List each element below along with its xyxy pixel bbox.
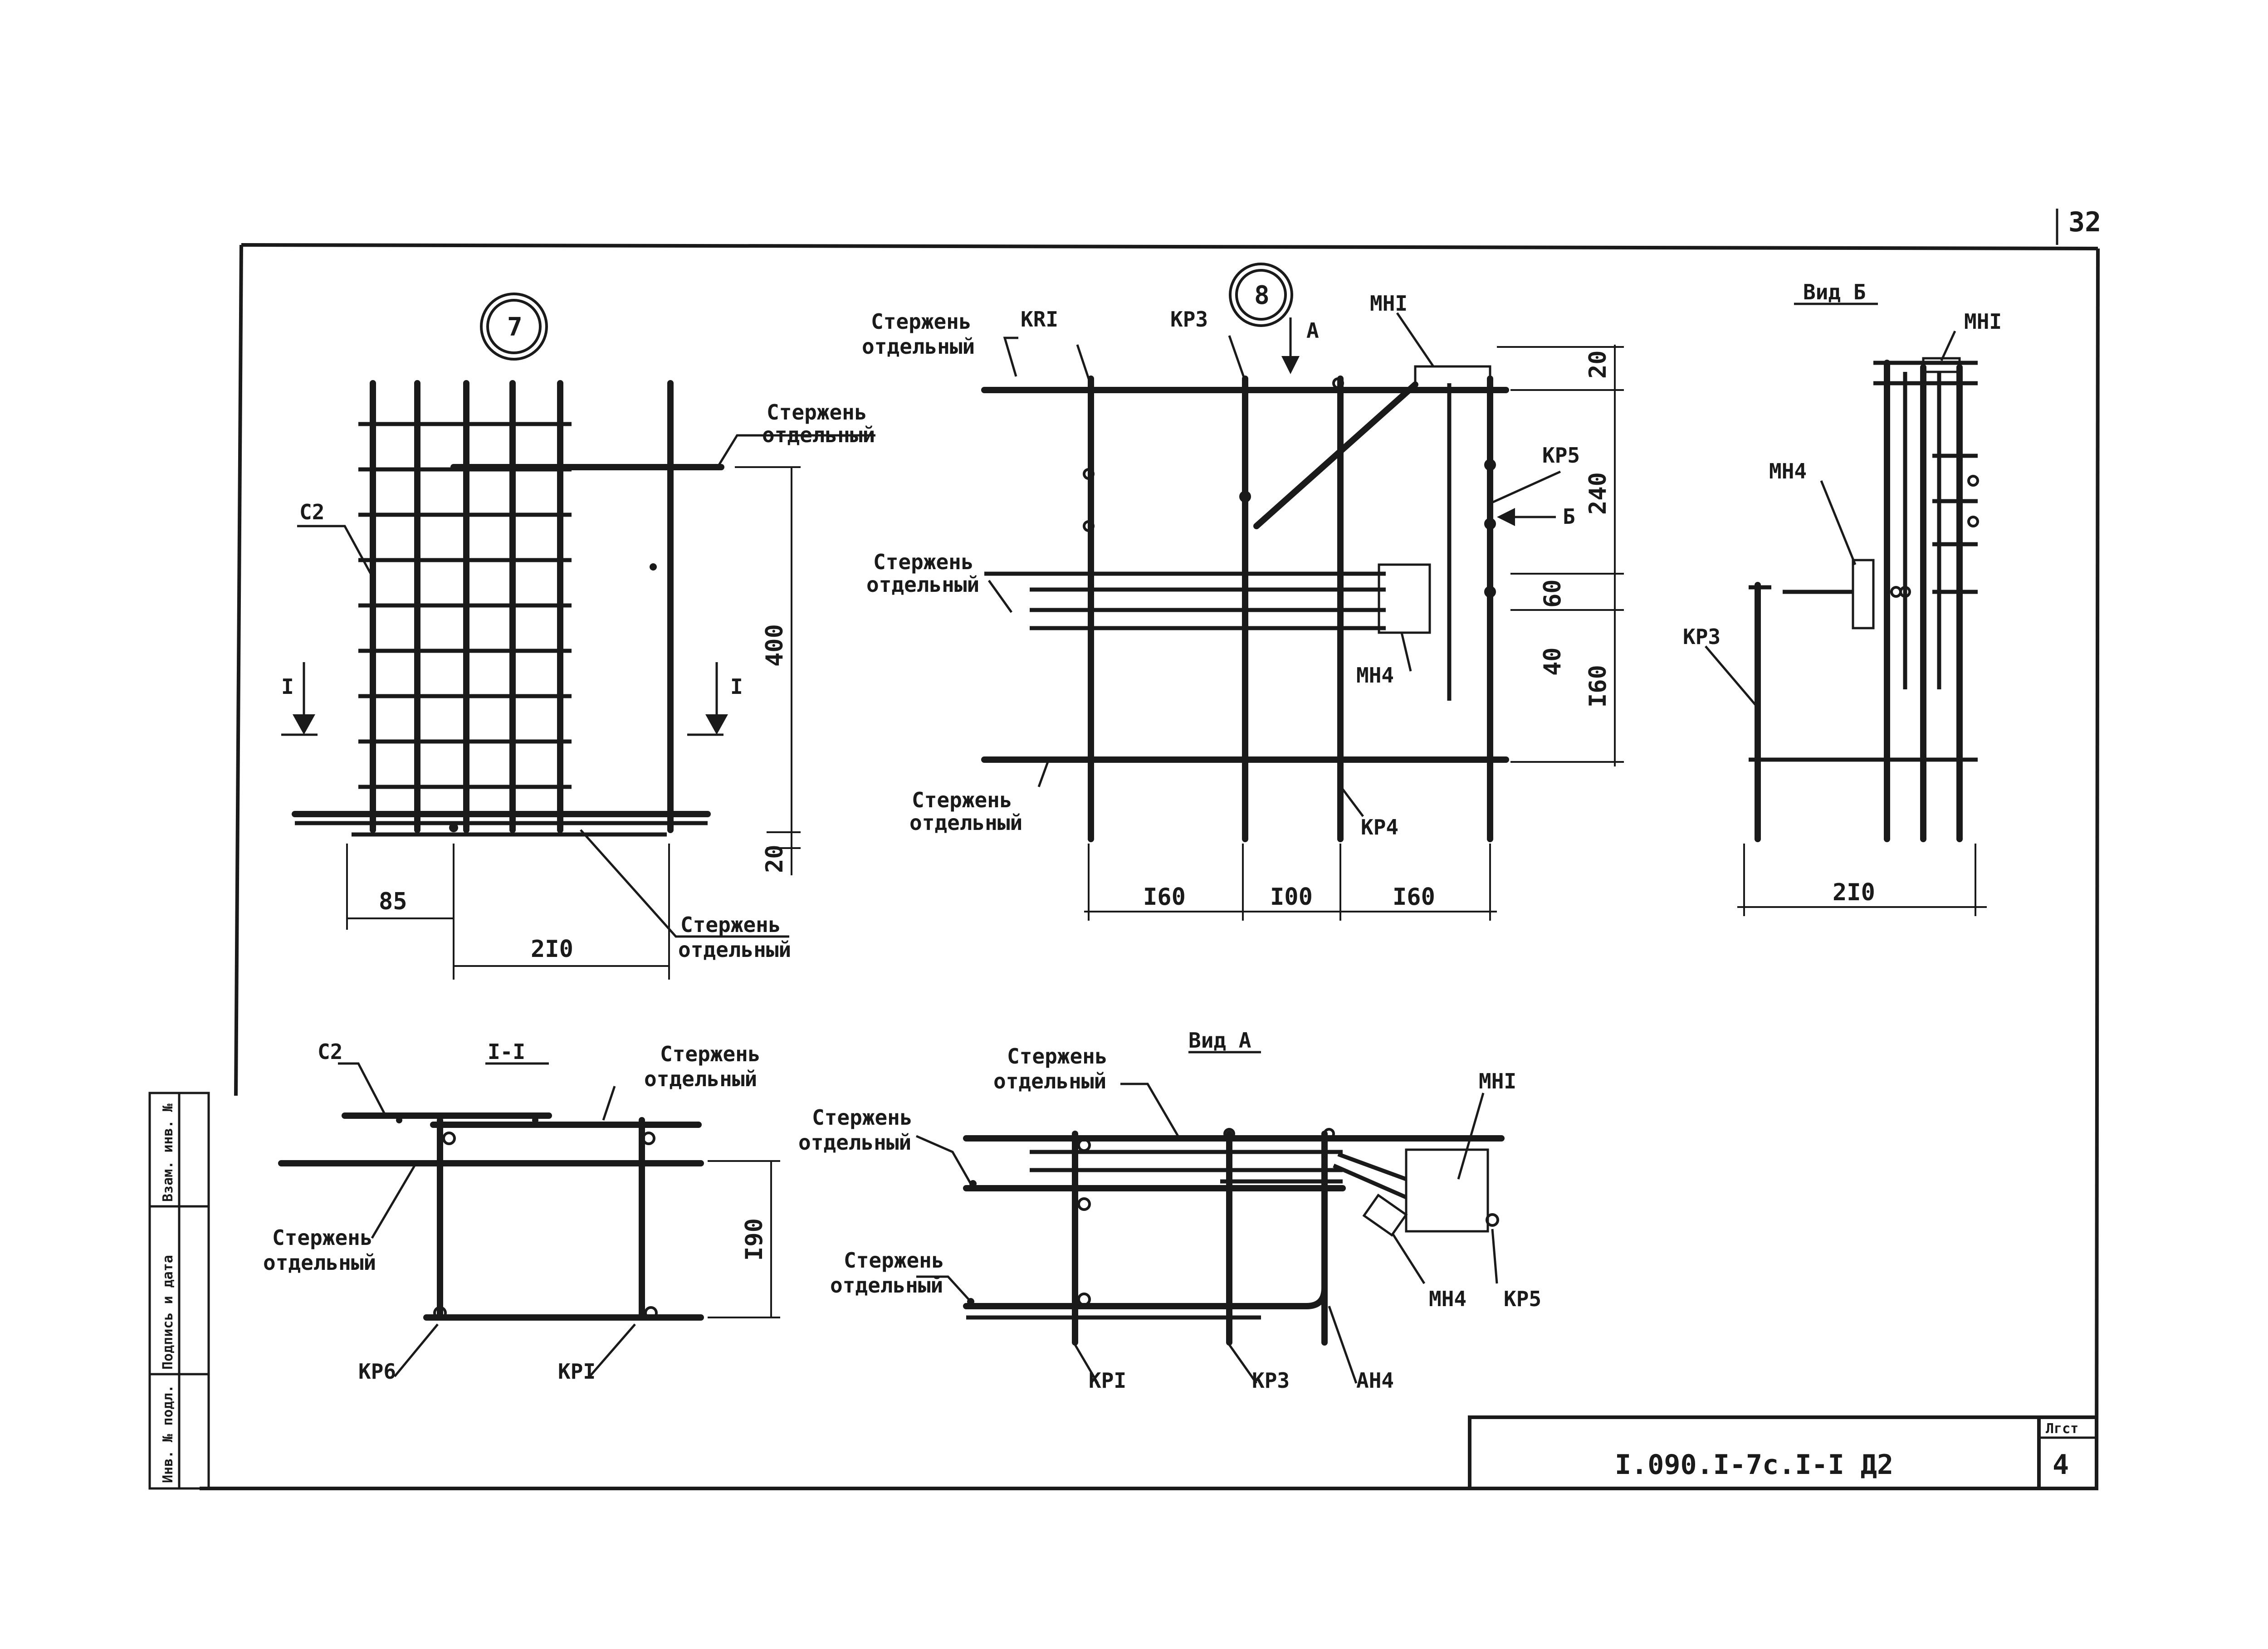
section-i-i-rod2-l1: Стержень <box>272 1225 373 1250</box>
view-8-dim-100: I00 <box>1270 883 1313 911</box>
view-8-arrow-a: А <box>1306 318 1319 343</box>
section-i-i-rod1-l1: Стержень <box>660 1042 761 1066</box>
view-7-section-left: I <box>281 674 294 699</box>
view-8-kr1: КRI <box>1021 307 1058 332</box>
view-7-dim-85: 85 <box>379 888 407 915</box>
view-8-dim-20: 20 <box>1584 350 1612 379</box>
view-a-rod2-l2: отдельный <box>798 1130 911 1155</box>
view-7-rod-top-l2: отдельный <box>762 423 875 447</box>
view-b-mn4: МН4 <box>1769 459 1807 483</box>
view-b-title: Вид Б <box>1803 280 1866 304</box>
view-7-rod-top-l1: Стержень <box>767 400 867 424</box>
view-8-arrow-b: Б <box>1563 504 1575 529</box>
side-cell-1: Инв. № подл. <box>160 1385 176 1483</box>
view-7-mesh <box>281 293 875 980</box>
view-8-kr3: КР3 <box>1170 307 1208 332</box>
view-b-kr3: КР3 <box>1683 624 1721 649</box>
view-8-marker: 8 <box>1254 281 1270 310</box>
view-8-kr5: КР5 <box>1542 443 1580 468</box>
view-8-rod1-l1: Стержень <box>871 309 972 334</box>
section-i-i-kr1: КРI <box>558 1359 596 1384</box>
view-a-kr3: КР3 <box>1252 1368 1290 1393</box>
view-a-rod3-l1: Стержень <box>844 1248 944 1273</box>
sheet-label: Лгст <box>2046 1421 2078 1437</box>
view-7-dim-210: 2I0 <box>531 936 573 963</box>
view-8-kr4: КР4 <box>1361 815 1398 839</box>
view-8-rod2-l1: Стержень <box>873 550 974 574</box>
view-8-dim-240: 240 <box>1584 472 1612 515</box>
section-i-i-rod2-l2: отдельный <box>263 1250 376 1275</box>
view-a-rod2-l1: Стержень <box>812 1105 913 1130</box>
view-8-mn4: МН4 <box>1356 663 1394 688</box>
section-i-i-rod1-l2: отдельный <box>644 1067 757 1091</box>
view-a-rod1-l1: Стержень <box>1007 1044 1108 1068</box>
view-a-assembly <box>915 1051 1505 1384</box>
view-a-kr1: КРI <box>1089 1368 1126 1393</box>
side-cell-2: Подпись и дата <box>160 1255 176 1370</box>
view-a-rod1-l2: отдельный <box>993 1069 1106 1093</box>
view-8-rod1-l2: отдельный <box>862 334 975 359</box>
view-8-rod3-l2: отдельный <box>909 810 1022 835</box>
view-7-dim-20: 20 <box>761 844 788 873</box>
view-a-an4: АН4 <box>1356 1368 1394 1393</box>
view-a-rod3-l2: отдельный <box>830 1273 943 1298</box>
view-a-mn4: МН4 <box>1429 1287 1466 1311</box>
view-a-title: Вид А <box>1188 1028 1251 1053</box>
view-b-mn1: МНI <box>1964 309 2002 334</box>
view-8-dim-60: 60 <box>1539 579 1566 608</box>
view-8-dim-160-left: I60 <box>1143 883 1186 911</box>
sheet-frame <box>148 209 2100 1490</box>
view-b-assembly <box>1705 302 1987 916</box>
view-7-rod-bottom-l1: Стержень <box>680 912 781 937</box>
view-8-rod3-l1: Стержень <box>912 788 1012 812</box>
drawing-code: I.090.I-7c.I-I Д2 <box>1615 1449 1893 1481</box>
sheet-number: 32 <box>2068 206 2101 238</box>
view-8-rod2-l2: отдельный <box>866 572 979 597</box>
section-i-i <box>278 1062 780 1377</box>
view-a-kr5: КР5 <box>1504 1287 1541 1311</box>
view-b-dim-210: 2I0 <box>1833 879 1875 906</box>
view-8-dim-40: 40 <box>1539 647 1566 676</box>
view-7-dim-400: 400 <box>761 624 788 667</box>
side-cell-3: Взам. инв. № <box>160 1103 176 1202</box>
view-7-section-right: I <box>730 674 743 699</box>
view-a-mn1: МНI <box>1479 1069 1516 1093</box>
view-7-marker: 7 <box>507 312 523 342</box>
section-i-i-dim-190: I90 <box>741 1218 768 1261</box>
view-7-c2-label: С2 <box>299 500 324 524</box>
section-i-i-kr6: КР6 <box>358 1359 396 1384</box>
view-8-mn1: МНI <box>1370 291 1408 316</box>
view-7-rod-bottom-l2: отдельный <box>678 937 791 962</box>
section-i-i-c2: С2 <box>318 1039 342 1064</box>
sheet-value: 4 <box>2053 1449 2069 1481</box>
section-i-i-title: I-I <box>488 1039 525 1064</box>
view-8-assembly <box>981 263 1624 921</box>
view-8-dim-160-vertical: I60 <box>1584 665 1612 707</box>
view-8-dim-160-right: I60 <box>1393 883 1435 911</box>
